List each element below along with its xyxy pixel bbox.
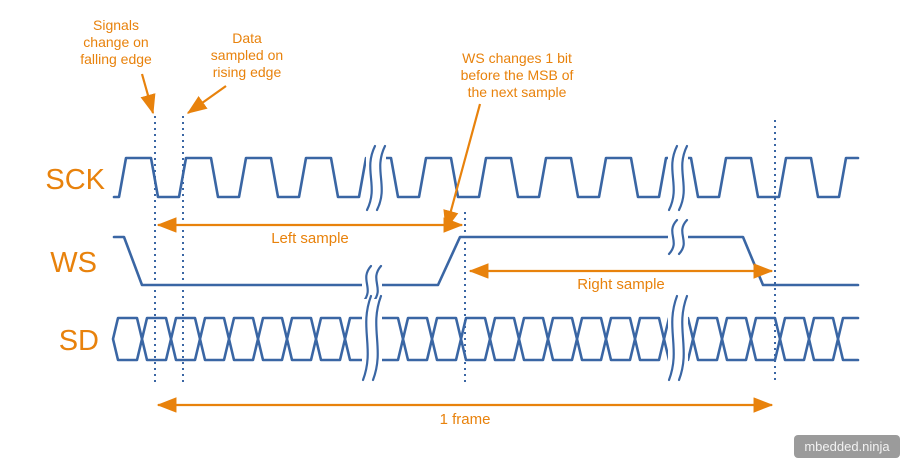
break-mask bbox=[668, 149, 688, 207]
right-sample-label: Right sample bbox=[577, 276, 665, 293]
sck-waveform bbox=[112, 156, 860, 199]
ws-change-leader-arrow bbox=[443, 103, 482, 231]
ws-change-note-line2: before the MSB of bbox=[461, 67, 574, 83]
falling-edge-note-line1: Signals bbox=[93, 17, 139, 33]
break-mask bbox=[362, 299, 382, 377]
rising-edge-note-line1: Data bbox=[232, 30, 262, 46]
ws-change-note-line3: the next sample bbox=[468, 84, 567, 100]
signal-break-icon bbox=[361, 264, 373, 304]
falling-edge-leader-arrow bbox=[140, 73, 156, 115]
falling-edge-note-line3: falling edge bbox=[80, 51, 152, 67]
sck-label: SCK bbox=[45, 164, 105, 196]
left-sample-label: Left sample bbox=[271, 230, 349, 247]
signal-breaks bbox=[361, 144, 689, 382]
rising-edge-note-line2: sampled on bbox=[211, 47, 283, 63]
watermark-background bbox=[794, 435, 900, 458]
ws-label: WS bbox=[50, 247, 97, 279]
falling-edge-note-line2: change on bbox=[83, 34, 148, 50]
signal-break-icon bbox=[361, 294, 373, 382]
break-mask bbox=[668, 299, 688, 377]
signal-break-icon bbox=[677, 218, 689, 256]
break-mask bbox=[668, 223, 688, 251]
watermark: mbedded.ninja bbox=[804, 439, 890, 454]
break-mask bbox=[362, 269, 382, 299]
ws-change-note-line1: WS changes 1 bit bbox=[462, 50, 572, 66]
signal-break-icon bbox=[677, 144, 689, 212]
sd-waveform bbox=[111, 316, 860, 362]
signal-break-icon bbox=[667, 294, 679, 382]
signal-break-icon bbox=[667, 218, 679, 256]
sd-label: SD bbox=[59, 325, 99, 357]
break-mask bbox=[366, 149, 386, 207]
signal-break-icon bbox=[667, 144, 679, 212]
rising-edge-leader-arrow bbox=[186, 85, 227, 114]
frame-label: 1 frame bbox=[440, 411, 491, 428]
signal-break-icon bbox=[677, 294, 689, 382]
signal-break-icon bbox=[375, 144, 387, 212]
signal-break-icon bbox=[371, 264, 383, 304]
rising-edge-note-line3: rising edge bbox=[213, 64, 282, 80]
signal-break-icon bbox=[371, 294, 383, 382]
signal-break-icon bbox=[365, 144, 377, 212]
ws-waveform bbox=[112, 235, 860, 287]
